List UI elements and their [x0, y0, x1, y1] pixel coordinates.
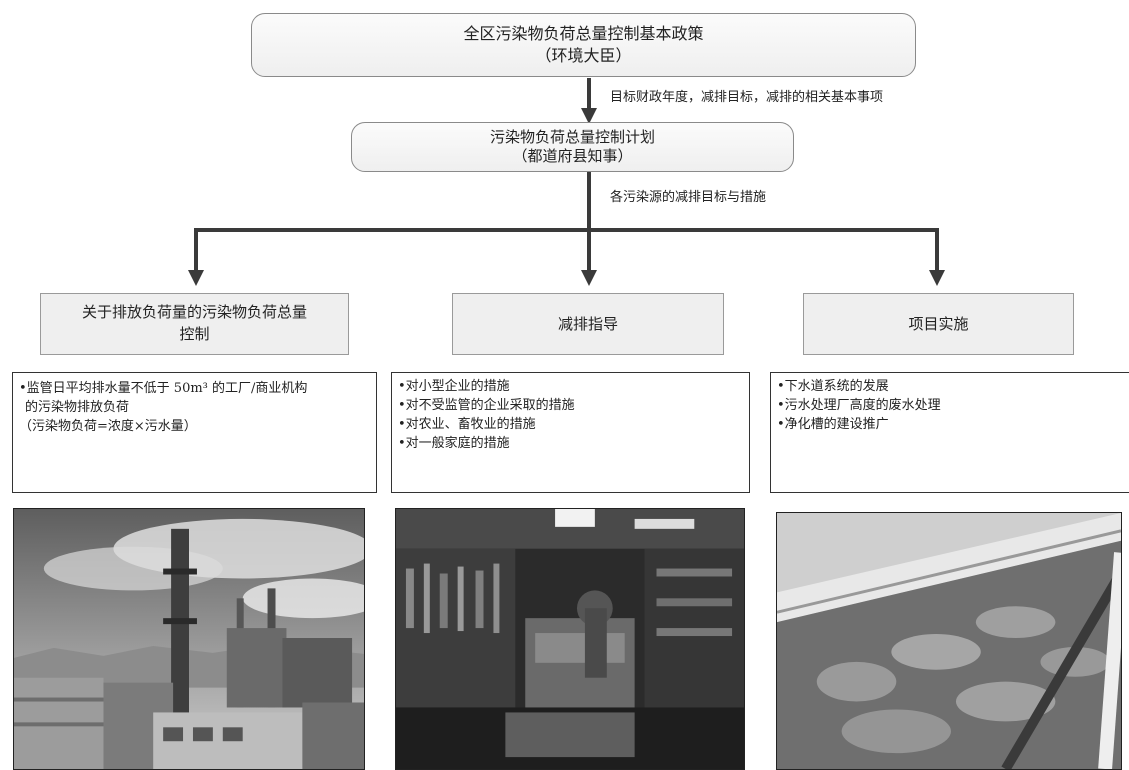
mid-arrow-note: 各污染源的减排目标与措施 — [610, 190, 767, 205]
list-item: •对小型企业的措施 — [398, 379, 510, 394]
list-item: •对一般家庭的措施 — [398, 435, 510, 451]
top-policy-box: 全区污染物负荷总量控制基本政策 （环境大臣） — [251, 13, 916, 77]
list-item: •监管日平均排水量不低于 50m³ 的工厂/商业机构 — [19, 381, 308, 396]
mid-plan-title: 污染物负荷总量控制计划 — [489, 128, 655, 147]
top-policy-sub: （环境大臣） — [535, 46, 632, 65]
mid-plan-box: 污染物负荷总量控制计划 （都道府县知事） — [351, 122, 794, 172]
list-item: •对不受监管的企业采取的措施 — [398, 397, 575, 413]
branch-1-title-line2: 控制 — [179, 325, 210, 343]
mid-plan-sub: （都道府县知事） — [512, 147, 633, 165]
branch-title-project-implementation: 项目实施 — [803, 293, 1074, 355]
workshop-photo — [395, 508, 745, 770]
branch-2-title: 减排指导 — [557, 314, 618, 333]
branch-title-reduction-guidance: 减排指导 — [452, 293, 724, 355]
treatment-tank-photo — [776, 512, 1122, 770]
factory-photo — [13, 508, 365, 770]
branch-title-emission-control: 关于排放负荷量的污染物负荷总量 控制 — [40, 293, 349, 355]
branch-2-details: •对小型企业的措施 •对不受监管的企业采取的措施 •对农业、畜牧业的措施 •对一… — [391, 372, 750, 493]
list-item: •净化槽的建设推广 — [777, 416, 889, 432]
list-item: （污染物负荷=浓度×污水量） — [19, 418, 197, 434]
top-policy-title: 全区污染物负荷总量控制基本政策 — [463, 24, 704, 44]
list-item: 的污染物排放负荷 — [25, 399, 130, 415]
list-item: •对农业、畜牧业的措施 — [398, 416, 536, 432]
list-item: •下水道系统的发展 — [777, 379, 889, 394]
list-item: •污水处理厂高度的废水处理 — [777, 397, 941, 413]
branch-3-title: 项目实施 — [908, 314, 969, 333]
branch-1-details: •监管日平均排水量不低于 50m³ 的工厂/商业机构 的污染物排放负荷 （污染物… — [12, 372, 377, 493]
branch-3-details: •下水道系统的发展 •污水处理厂高度的废水处理 •净化槽的建设推广 — [770, 372, 1129, 493]
top-arrow-note: 目标财政年度，减排目标，减排的相关基本事项 — [610, 90, 884, 105]
branch-1-title-line1: 关于排放负荷量的污染物负荷总量 — [81, 303, 307, 322]
